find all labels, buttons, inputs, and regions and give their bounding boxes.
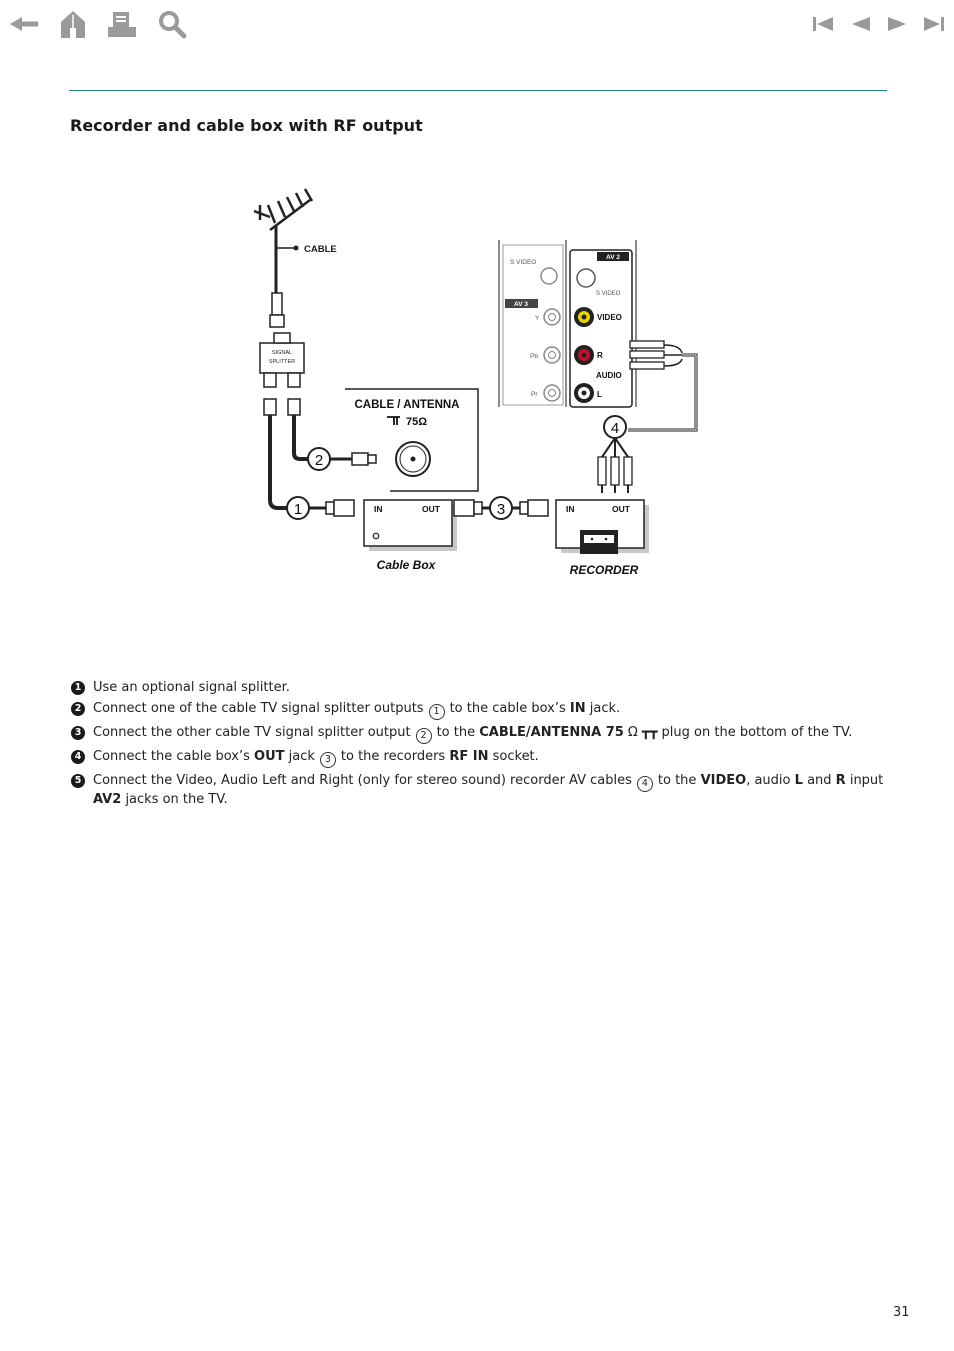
previous-page-icon[interactable] — [842, 6, 878, 42]
svg-text:CABLE / ANTENNA: CABLE / ANTENNA — [355, 399, 460, 411]
first-page-icon[interactable] — [805, 6, 841, 42]
svg-text:IN: IN — [566, 504, 575, 514]
svg-text:75Ω: 75Ω — [406, 416, 427, 428]
svg-text:OUT: OUT — [422, 504, 441, 514]
svg-text:3: 3 — [497, 501, 505, 518]
cable-box-caption: Cable Box — [377, 558, 437, 572]
svg-text:S VIDEO: S VIDEO — [596, 291, 621, 297]
svg-text:VIDEO: VIDEO — [597, 313, 622, 322]
svg-text:IN: IN — [374, 504, 383, 514]
cable-antenna-panel: CABLE / ANTENNA 75Ω — [345, 388, 479, 492]
svg-text:4: 4 — [611, 420, 619, 437]
tv-rear-panel: S VIDEO AV 3 Y Pb Pr AV 2 S VIDEO VIDEO … — [498, 240, 637, 408]
svg-text:R: R — [597, 351, 603, 360]
svg-text:Y: Y — [535, 315, 540, 322]
svg-text:L: L — [597, 390, 602, 399]
svg-text:AV 2: AV 2 — [606, 254, 620, 261]
cable-box: IN OUT Cable Box — [363, 499, 457, 572]
svg-text:Pb: Pb — [530, 353, 538, 360]
recorder-caption: RECORDER — [570, 563, 639, 577]
svg-text:AV 3: AV 3 — [514, 301, 528, 308]
antenna-icon — [253, 188, 314, 293]
svg-text:2: 2 — [315, 452, 323, 469]
back-arrow-icon[interactable] — [6, 6, 42, 42]
print-icon[interactable] — [104, 6, 140, 42]
svg-text:S VIDEO: S VIDEO — [510, 259, 536, 266]
page-number: 31 — [893, 1305, 910, 1320]
signal-splitter: SIGNAL SPLITTER — [259, 332, 305, 388]
svg-text:SPLITTER: SPLITTER — [269, 359, 295, 365]
header-rule — [69, 90, 887, 91]
cable-label: CABLE — [304, 244, 337, 255]
search-icon[interactable] — [154, 6, 190, 42]
svg-text:1: 1 — [294, 501, 302, 518]
connection-diagram: CABLE SIGNAL SPLITTER 2 CABLE / ANTENNA … — [253, 188, 698, 577]
svg-text:AUDIO: AUDIO — [596, 371, 622, 380]
svg-text:SIGNAL: SIGNAL — [272, 350, 292, 356]
last-page-icon[interactable] — [916, 6, 952, 42]
svg-text:OUT: OUT — [612, 504, 631, 514]
next-page-icon[interactable] — [880, 6, 916, 42]
recorder: IN OUT RECORDER — [555, 499, 649, 577]
svg-text:Pr: Pr — [531, 391, 538, 398]
home-icon[interactable] — [55, 6, 91, 42]
section-title: Recorder and cable box with RF output — [70, 116, 423, 135]
